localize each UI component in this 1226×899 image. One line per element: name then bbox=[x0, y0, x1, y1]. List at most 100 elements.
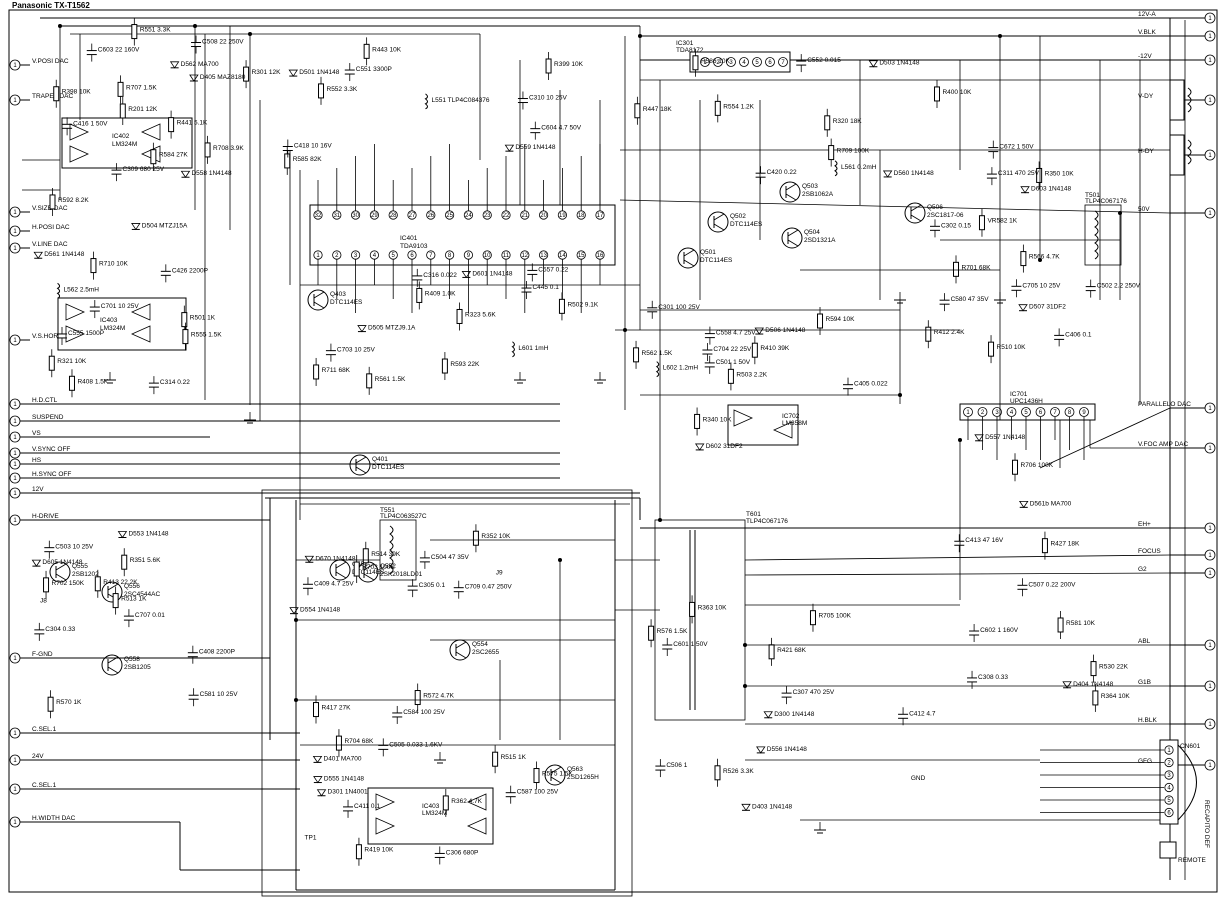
crt-pin-num: 3 bbox=[1167, 773, 1171, 779]
resistor-symbol bbox=[313, 364, 320, 380]
ic301-pin-num: 1 bbox=[703, 60, 707, 66]
remote-label: REMOTE bbox=[1178, 857, 1206, 864]
ic401-pin-bottom-num: 8 bbox=[448, 253, 452, 259]
component-label: R399 10K bbox=[554, 61, 584, 68]
component-label: R412 2.4K bbox=[934, 329, 965, 336]
junction-dot bbox=[558, 558, 562, 562]
transistor-collector bbox=[107, 656, 119, 664]
ic301-pin bbox=[765, 57, 775, 67]
resistor-symbol bbox=[335, 735, 342, 751]
resistor-symbol bbox=[90, 258, 97, 274]
ic401-pin-bottom-num: 12 bbox=[521, 253, 528, 259]
ic401-pin-top-num: 18 bbox=[578, 213, 585, 219]
transistor-emitter bbox=[107, 666, 119, 674]
frame bbox=[8, 9, 1218, 893]
component-label: D505 MTZJ9.1A bbox=[368, 325, 416, 332]
diode-symbol bbox=[169, 61, 180, 69]
resistor-symbol bbox=[150, 149, 157, 165]
component-label: R419 10K bbox=[364, 847, 394, 854]
transistor-ref: Q563 bbox=[567, 766, 583, 773]
component-label: R501 1K bbox=[190, 315, 216, 322]
transistor-part: 2SB1205 bbox=[124, 664, 151, 671]
component-label: C310 10 25V bbox=[529, 95, 568, 102]
transistor-collector bbox=[683, 249, 695, 257]
transistor-symbol bbox=[904, 202, 926, 224]
diode-symbol bbox=[313, 776, 323, 784]
flyback-t601: T601 TLP4C067176 bbox=[654, 511, 788, 721]
component-label: C704 22 25V bbox=[713, 346, 752, 353]
ic401-pin-top-num: 32 bbox=[315, 213, 322, 219]
component-label: R592 8.2K bbox=[58, 197, 89, 204]
inductor-symbol bbox=[56, 282, 61, 299]
wire bbox=[744, 572, 1171, 576]
transistor-symbol bbox=[779, 181, 801, 203]
resistor-symbol bbox=[714, 765, 721, 781]
component-label: C406 0.1 bbox=[1065, 331, 1092, 338]
port-right-num: 1 bbox=[1208, 58, 1212, 64]
ic401-pin-bottom-num: 11 bbox=[503, 253, 510, 259]
ic402-part: LM324M bbox=[112, 141, 137, 148]
ic301-pin bbox=[700, 57, 710, 67]
port-right-label: V.FOC AMP DAC bbox=[1138, 441, 1189, 448]
component-label: R410 39K bbox=[760, 345, 790, 352]
diode-symbol bbox=[763, 711, 773, 719]
component-label: C558 4.7 25V bbox=[716, 330, 756, 337]
transistor-symbol bbox=[101, 581, 123, 603]
ic301-pin-num: 5 bbox=[755, 60, 759, 66]
component-label: R581 10K bbox=[1066, 620, 1096, 627]
diode-symbol bbox=[312, 756, 323, 764]
transistor-ref: Q503 bbox=[802, 183, 818, 190]
port-left-label: 24V bbox=[32, 753, 44, 760]
resistor-symbol bbox=[414, 690, 421, 706]
resistor-symbol bbox=[68, 375, 75, 391]
transistor-emitter bbox=[785, 193, 797, 201]
left-signal-wires bbox=[22, 403, 1170, 871]
ic401-pin-bottom-num: 1 bbox=[316, 253, 320, 259]
ic301-pin-num: 2 bbox=[716, 60, 720, 66]
component-label: R362 4.7K bbox=[451, 798, 482, 805]
ic401-ref: IC401 bbox=[400, 235, 418, 242]
resistor-symbol bbox=[692, 55, 699, 71]
transistor-part: 2SK2018LD01 bbox=[380, 571, 423, 578]
port-right-label: 12V-A bbox=[1138, 11, 1156, 18]
wire bbox=[619, 199, 1171, 214]
transistor-part: 2SD1265H bbox=[567, 774, 599, 781]
component-label: C502 2.2 250V bbox=[1097, 283, 1141, 290]
crt-conn-ref: CN601 bbox=[1180, 743, 1201, 750]
port-left-label: H-DRIVE bbox=[32, 513, 59, 520]
transistor-emitter bbox=[713, 223, 725, 231]
component-label: D560 1N4148 bbox=[894, 170, 934, 177]
ic403-ref: IC403 bbox=[100, 317, 118, 324]
port-left-num: 1 bbox=[13, 338, 17, 344]
component-label: R351 5.6K bbox=[130, 557, 161, 564]
transistor-emitter bbox=[550, 776, 562, 784]
component-label: C672 1 50V bbox=[999, 144, 1034, 151]
resistor-symbol bbox=[1092, 690, 1099, 706]
transistor-ref: Q556 bbox=[124, 583, 140, 590]
resistor-symbol bbox=[824, 115, 831, 131]
component-label: D670 1N4148 bbox=[315, 555, 355, 562]
junction-dot bbox=[1118, 211, 1122, 215]
component-label: L602 1.2mH bbox=[663, 365, 699, 372]
resistor-symbol bbox=[94, 576, 101, 592]
component-label: R705 100K bbox=[818, 613, 851, 620]
diode-symbol bbox=[754, 327, 765, 335]
resistor-symbol bbox=[558, 298, 565, 314]
port-right-label: H-DY bbox=[1138, 148, 1155, 155]
component-label: C602 1 160V bbox=[980, 627, 1019, 634]
diode-symbol bbox=[504, 144, 515, 152]
junction-dot bbox=[193, 24, 197, 28]
resistor-symbol bbox=[53, 86, 60, 102]
ic401-pin-top-num: 17 bbox=[597, 213, 604, 219]
component-label: D556 1N4148 bbox=[767, 746, 807, 753]
generated-layer: Q401DTC114ESQ403DTC114ESQ501DTC114ESQ502… bbox=[22, 17, 1171, 866]
junction-dot bbox=[1038, 258, 1042, 262]
transistor-collector bbox=[455, 641, 467, 649]
ic301-pin bbox=[713, 57, 723, 67]
port-left-num: 1 bbox=[13, 419, 17, 425]
ic301-pin-num: 4 bbox=[742, 60, 746, 66]
transistor-symbol bbox=[781, 227, 803, 249]
transistor-ref: Q554 bbox=[472, 641, 488, 648]
ic701-pin bbox=[1064, 407, 1075, 417]
